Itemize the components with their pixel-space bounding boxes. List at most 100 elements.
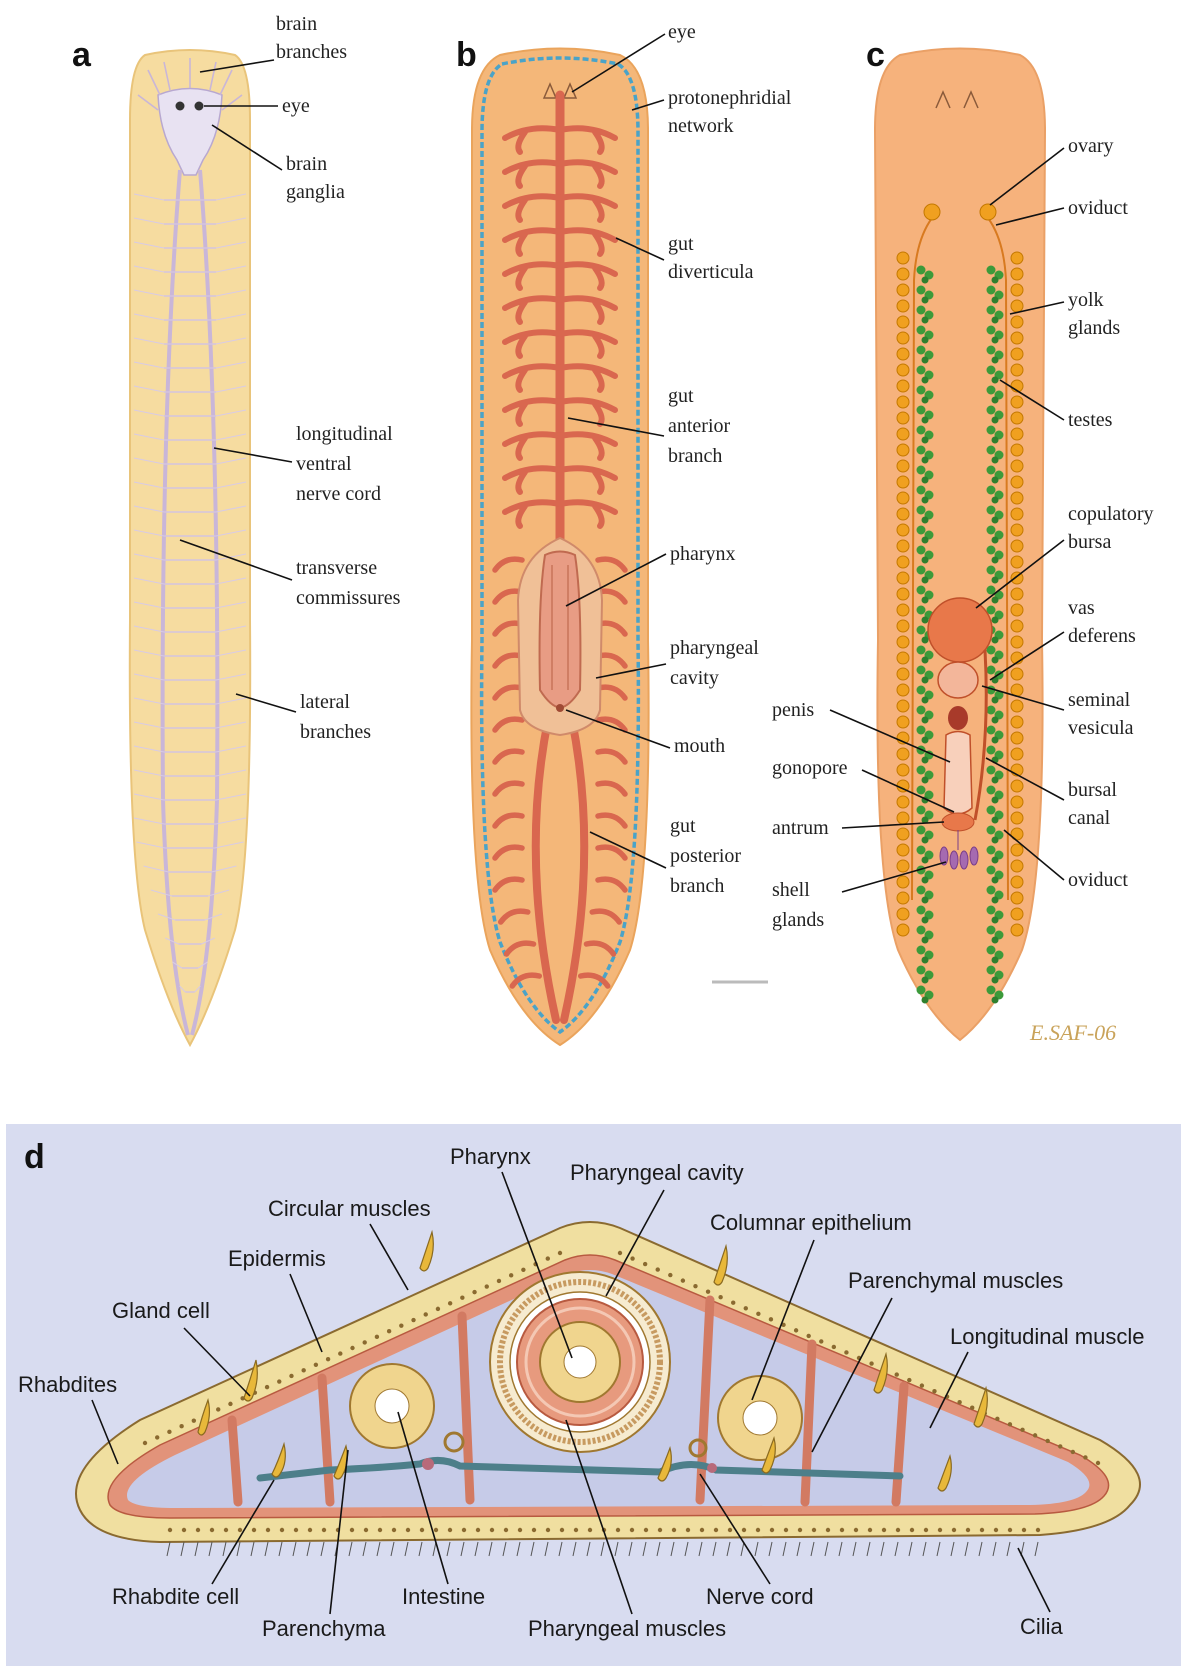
label-brain-branches: brain branches	[276, 13, 347, 63]
label-gonopore: gonopore	[772, 757, 848, 779]
epidermis-nucleus	[301, 1368, 305, 1372]
panel-a-letter: a	[72, 36, 92, 74]
testis	[917, 946, 926, 955]
panel-c: c E.SAF-06 ovary oviduct yolk glands	[772, 36, 1159, 1045]
yolk-gland	[897, 396, 909, 408]
yolk-gland	[897, 700, 909, 712]
testis	[992, 637, 999, 644]
yolk-gland	[897, 876, 909, 888]
epidermis-nucleus	[700, 1528, 704, 1532]
yolk-gland	[1011, 412, 1023, 424]
yolk-gland	[897, 524, 909, 536]
yolk-gland	[1011, 396, 1023, 408]
testis	[987, 526, 996, 535]
testis	[992, 397, 999, 404]
testis	[917, 386, 926, 395]
yolk-gland	[897, 796, 909, 808]
label-brain-ganglia: brain ganglia	[286, 153, 345, 203]
epidermis-nucleus	[308, 1528, 312, 1532]
testis	[917, 606, 926, 615]
yolk-gland	[1011, 924, 1023, 936]
testis	[992, 377, 999, 384]
testis	[917, 426, 926, 435]
label-eye-a: eye	[282, 95, 310, 117]
epidermis-nucleus	[907, 1378, 911, 1382]
testis	[992, 717, 999, 724]
testis	[992, 477, 999, 484]
testis	[917, 986, 926, 995]
testis	[917, 366, 926, 375]
testis	[917, 726, 926, 735]
epidermis-nucleus	[521, 1268, 525, 1272]
epidermis-nucleus	[618, 1251, 622, 1255]
testis	[922, 897, 929, 904]
testis	[987, 406, 996, 415]
yolk-gland	[1011, 588, 1023, 600]
panel-d-intestine-left-lumen	[375, 1389, 409, 1423]
epidermis-nucleus	[932, 1389, 936, 1393]
yolk-gland	[897, 892, 909, 904]
yolk-gland	[897, 556, 909, 568]
panel-c-penis	[944, 732, 972, 815]
yolk-gland	[1011, 636, 1023, 648]
yolk-gland	[1011, 812, 1023, 824]
testis	[992, 457, 999, 464]
testis	[987, 486, 996, 495]
testis	[992, 357, 999, 364]
epidermis-nucleus	[490, 1528, 494, 1532]
panel-c-letter: c	[866, 36, 885, 74]
testis	[917, 546, 926, 555]
epidermis-nucleus	[448, 1528, 452, 1532]
testis	[922, 677, 929, 684]
testis	[922, 857, 929, 864]
testis	[917, 286, 926, 295]
panel-c-ovary-left	[924, 204, 940, 220]
epidermis-nucleus	[143, 1441, 147, 1445]
yolk-gland	[897, 652, 909, 664]
yolk-gland	[897, 716, 909, 728]
epidermis-nucleus	[744, 1306, 748, 1310]
testis	[917, 646, 926, 655]
testis	[992, 297, 999, 304]
epidermis-nucleus	[616, 1528, 620, 1532]
panel-c-signature: E.SAF-06	[1029, 1020, 1116, 1045]
panel-b: b eye protonephridial network gut divert…	[456, 21, 796, 1045]
epidermis-nucleus	[387, 1329, 391, 1333]
yolk-gland	[1011, 428, 1023, 440]
testis	[992, 937, 999, 944]
epidermis-nucleus	[869, 1361, 873, 1365]
epidermis-nucleus	[731, 1301, 735, 1305]
testis	[922, 337, 929, 344]
testis	[922, 417, 929, 424]
epidermis-nucleus	[668, 1273, 672, 1277]
epidermis-nucleus	[920, 1383, 924, 1387]
epidermis-nucleus	[497, 1279, 501, 1283]
label-gut-anterior-branch: gut anterior branch	[668, 385, 735, 467]
testis	[987, 946, 996, 955]
epidermis-nucleus	[485, 1284, 489, 1288]
panel-b-mouth	[556, 704, 564, 712]
testis	[922, 597, 929, 604]
yolk-gland	[897, 636, 909, 648]
epidermis-nucleus	[472, 1290, 476, 1294]
testis	[992, 817, 999, 824]
testis	[922, 497, 929, 504]
epidermis-nucleus	[980, 1528, 984, 1532]
yolk-gland	[1011, 316, 1023, 328]
testis	[917, 786, 926, 795]
panel-b-pharynx	[540, 552, 581, 709]
label-pharynx: pharynx	[670, 543, 736, 565]
yolk-gland	[1011, 444, 1023, 456]
yolk-gland	[897, 812, 909, 824]
testis	[922, 357, 929, 364]
epidermis-nucleus	[167, 1430, 171, 1434]
yolk-gland	[1011, 300, 1023, 312]
yolk-gland	[897, 668, 909, 680]
yolk-gland	[1011, 524, 1023, 536]
testis	[987, 346, 996, 355]
epidermis-nucleus	[314, 1363, 318, 1367]
testis	[987, 366, 996, 375]
testis	[917, 526, 926, 535]
epidermis-nucleus	[770, 1528, 774, 1532]
testis	[917, 906, 926, 915]
